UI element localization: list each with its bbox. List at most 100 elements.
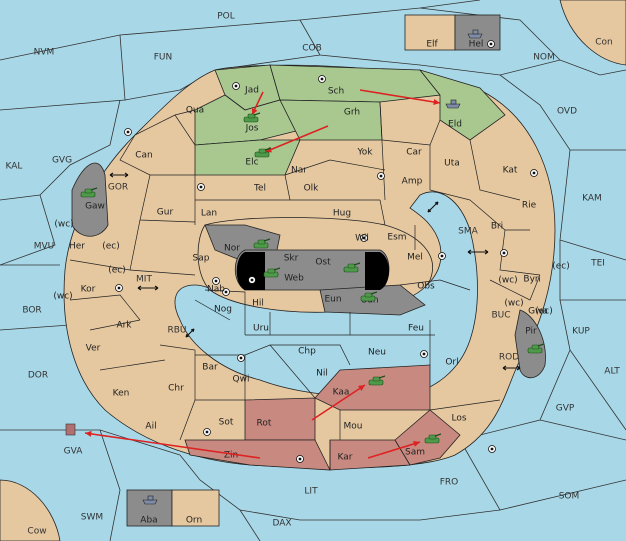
army-unit-icon[interactable] (368, 375, 386, 386)
province-label[interactable]: Eun (324, 295, 341, 305)
order-arrow (359, 89, 441, 105)
province-label[interactable]: Nog (214, 305, 232, 315)
province-label[interactable]: Yok (356, 148, 373, 158)
fleet-unit-icon[interactable] (142, 495, 158, 505)
province-pir (514, 309, 546, 379)
province-label[interactable]: Web (284, 274, 304, 284)
sea-label: LIT (304, 487, 318, 497)
fleet-unit-icon[interactable] (445, 99, 461, 109)
province-label[interactable]: Elc (245, 158, 258, 168)
province-label[interactable]: Uru (253, 324, 269, 334)
province-label[interactable]: Gwa (528, 307, 548, 317)
army-unit-icon[interactable] (254, 147, 272, 158)
province-label[interactable]: Ark (116, 321, 132, 331)
mit-arrow-icon (137, 285, 159, 291)
province-label[interactable]: Gaw (85, 202, 105, 212)
province-label[interactable]: Hug (333, 209, 351, 219)
province-label[interactable]: Obs (417, 282, 435, 292)
supply-center-icon (530, 169, 538, 177)
province-label[interactable]: Mel (407, 253, 423, 263)
province-label[interactable]: Nab (207, 285, 225, 295)
province-label[interactable]: Chp (298, 347, 316, 357)
province-label[interactable]: Ken (113, 389, 130, 399)
province-label[interactable]: Ost (315, 258, 331, 268)
province-label[interactable]: Uta (444, 159, 460, 169)
province-label[interactable]: Neu (368, 348, 386, 358)
province-label[interactable]: Jos (245, 124, 259, 134)
army-unit-icon[interactable] (253, 238, 271, 249)
order-arrow (84, 430, 261, 459)
army-unit-icon[interactable] (527, 343, 545, 354)
province-label[interactable]: Nar (291, 166, 307, 176)
province-label[interactable]: Her (69, 242, 85, 252)
province-label[interactable]: Bri (491, 222, 503, 232)
province-label[interactable]: Rie (522, 201, 537, 211)
province-label[interactable]: Grh (344, 108, 360, 118)
order-arrow (251, 91, 264, 116)
province-label[interactable]: Amp (402, 177, 423, 187)
province-label[interactable]: Bar (202, 363, 218, 373)
province-label[interactable]: Skr (284, 254, 299, 264)
province-label[interactable]: Jad (244, 86, 259, 96)
province-label[interactable]: Los (451, 414, 466, 424)
province-label[interactable]: Pir (525, 327, 537, 337)
province-label[interactable]: Qwi (233, 375, 250, 385)
province-label[interactable]: Sch (328, 87, 344, 97)
army-unit-icon[interactable] (343, 262, 361, 273)
sea-label: SMA (458, 227, 478, 237)
army-unit-icon[interactable] (243, 112, 261, 123)
province-label[interactable]: Rot (257, 419, 272, 429)
province-label[interactable]: Nil (316, 369, 328, 379)
gva-unit-icon[interactable] (65, 423, 76, 436)
province-label[interactable]: Eld (448, 120, 462, 130)
province-label[interactable]: Zin (224, 451, 238, 461)
province-label[interactable]: Aba (140, 516, 157, 526)
province-label[interactable]: Can (135, 151, 153, 161)
province-label[interactable]: Sam (405, 448, 425, 458)
province-label[interactable]: Kar (338, 453, 353, 463)
province-label[interactable]: Kat (503, 166, 518, 176)
province-label[interactable]: Chr (168, 384, 184, 394)
province-label[interactable]: Ver (86, 344, 101, 354)
province-label[interactable]: Car (406, 148, 422, 158)
province-label[interactable]: Mou (344, 422, 363, 432)
province-label[interactable]: Elf (426, 40, 438, 50)
province-label[interactable]: Kaa (333, 388, 350, 398)
sea-label: NOM (533, 53, 555, 63)
province-label[interactable]: Esm (387, 233, 406, 243)
army-unit-icon[interactable] (263, 267, 281, 278)
army-unit-icon[interactable] (360, 291, 378, 302)
province-label[interactable]: Feu (408, 324, 424, 334)
province-label[interactable]: Sap (193, 254, 210, 264)
sea-label: MIT (136, 275, 152, 285)
supply-center-icon (232, 82, 240, 90)
province-label[interactable]: Qua (186, 106, 204, 116)
sea-label: GOR (108, 183, 128, 193)
province-label[interactable]: Sot (219, 418, 234, 428)
sea-label: KAL (6, 162, 23, 172)
province-label[interactable]: Wil (355, 234, 369, 244)
province-label[interactable]: Tel (253, 184, 266, 194)
army-unit-icon[interactable] (424, 433, 442, 444)
province-label[interactable]: Olk (304, 184, 320, 194)
army-unit-icon[interactable] (80, 187, 98, 198)
supply-center-icon (500, 249, 508, 257)
province-label[interactable]: Hel (469, 40, 484, 50)
province-label[interactable]: Nor (224, 244, 240, 254)
province-label[interactable]: Orn (186, 516, 202, 526)
web-black-cap-left (236, 252, 265, 290)
province-label[interactable]: Orl (445, 358, 458, 368)
province-label[interactable]: Ail (145, 422, 156, 432)
coast-label: (ec) (102, 242, 120, 252)
sea-label: POL (217, 12, 235, 22)
province-label[interactable]: Byn (523, 275, 540, 285)
supply-center-icon (438, 252, 446, 260)
fleet-unit-icon[interactable] (467, 29, 483, 39)
province-label[interactable]: Kor (81, 285, 96, 295)
province-label[interactable]: Hil (252, 299, 264, 309)
province-label[interactable]: Gur (157, 208, 174, 218)
order-arrow (311, 384, 366, 421)
province-label[interactable]: Lan (201, 209, 217, 219)
